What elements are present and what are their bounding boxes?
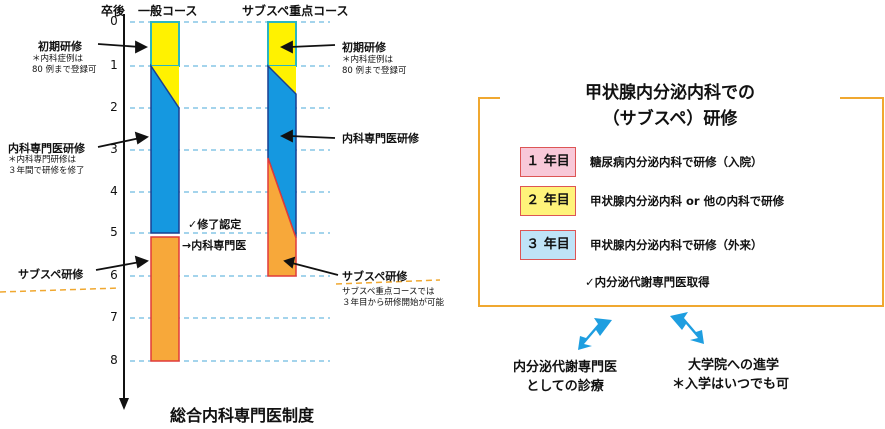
year-tick-label: 8 bbox=[110, 353, 118, 367]
year-3-badge: ３ 年目 bbox=[520, 230, 576, 260]
right-initial-label: 初期研修 bbox=[342, 41, 386, 54]
arrowhead-subspe-right bbox=[283, 256, 296, 269]
panel-title: 甲状腺内分泌内科での （サブスペ）研修 bbox=[500, 80, 840, 132]
subspe-subspe-block bbox=[267, 157, 297, 277]
year-tick-label: 1 bbox=[110, 58, 118, 72]
year-tick-label: 5 bbox=[110, 225, 118, 239]
year-1-text: 糖尿病内分泌内科で研修（入院） bbox=[590, 155, 763, 169]
arrow-initial-left bbox=[97, 43, 141, 48]
year-2-badge: ２ 年目 bbox=[520, 186, 576, 216]
subspe-course-header: サブスペ重点コース bbox=[242, 4, 349, 18]
completion-label: ✓修了認定 bbox=[188, 218, 242, 231]
diagram-caption: 総合内科専門医制度 bbox=[170, 406, 315, 425]
year-tick-label: 7 bbox=[110, 310, 118, 324]
general-course-header: 一般コース bbox=[138, 4, 198, 18]
down-left-arrow-icon bbox=[578, 318, 612, 350]
year-1-badge: １ 年目 bbox=[520, 147, 576, 177]
general-specialist-block bbox=[150, 63, 180, 234]
arrowhead-specialist-left bbox=[134, 131, 149, 145]
outcome-arrows bbox=[578, 312, 704, 350]
right-subspe-label: サブスペ研修 bbox=[342, 270, 408, 283]
year-tick-label: 4 bbox=[110, 184, 118, 198]
certification-text: ✓内分泌代謝専門医取得 bbox=[585, 275, 710, 289]
subspe-label: サブスペ研修 bbox=[18, 268, 84, 281]
time-axis-arrowhead bbox=[119, 398, 129, 410]
arrow-subspe-left bbox=[95, 261, 141, 271]
arrow-subspe-right bbox=[291, 262, 339, 276]
general-subspe-block bbox=[150, 236, 180, 362]
initial-label: 初期研修 bbox=[38, 40, 82, 53]
arrowhead-initial-right bbox=[279, 40, 293, 54]
outcome-practice: 内分泌代謝専門医としての診療 bbox=[512, 360, 617, 394]
right-specialist-label: 内科専門医研修 bbox=[342, 132, 419, 145]
arrowhead-subspe-left bbox=[134, 255, 149, 269]
arrow-specialist-right bbox=[289, 135, 336, 139]
specialist-label: 内科専門医研修 bbox=[8, 142, 85, 155]
year-tick-label: 0 bbox=[110, 14, 118, 28]
to-specialist-label: →内科専門医 bbox=[182, 239, 247, 252]
year-tick-label: 6 bbox=[110, 268, 118, 282]
orange-dashed-left bbox=[0, 287, 121, 293]
arrow-specialist-left bbox=[97, 137, 141, 148]
general-initial-block bbox=[150, 21, 180, 67]
down-right-arrow-icon bbox=[670, 312, 704, 344]
year-tick-label: 3 bbox=[110, 142, 118, 156]
axis-header: 卒後 bbox=[101, 4, 126, 18]
outcome-graduate-school: 大学院への進学＊入学はいつでも可 bbox=[672, 358, 790, 392]
year-tick-label: 2 bbox=[110, 100, 118, 114]
arrowhead-initial-left bbox=[135, 40, 149, 54]
year-2-text: 甲状腺内分泌内科 or 他の内科で研修 bbox=[590, 194, 785, 208]
orange-dashed-right bbox=[335, 279, 441, 285]
arrow-initial-right bbox=[289, 44, 336, 48]
year-3-text: 甲状腺内分泌内科で研修（外来） bbox=[590, 238, 763, 252]
arrowhead-specialist-right bbox=[279, 129, 293, 143]
